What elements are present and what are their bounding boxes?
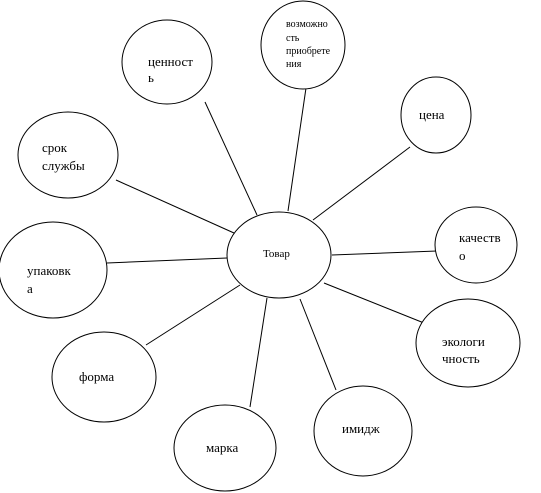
node-ekologichnost-label: экологи чность — [442, 334, 488, 366]
node-cena-label: цена — [419, 107, 445, 122]
connector-imidzh — [299, 298, 337, 391]
center-node-tovar: Товар — [226, 211, 332, 299]
node-forma: форма — [51, 331, 157, 423]
connector-cena — [312, 146, 411, 221]
connector-forma — [145, 284, 241, 346]
connector-upakovka — [106, 257, 228, 264]
node-imidzh: имидж — [313, 385, 413, 477]
node-srok: срок службы — [17, 111, 119, 199]
connector-srok — [115, 179, 235, 234]
node-imidzh-label: имидж — [342, 421, 381, 436]
node-srok-label: срок службы — [42, 140, 85, 173]
node-kachestvo-label: качеств о — [459, 230, 504, 263]
node-upakovka: упаковк а — [0, 221, 108, 319]
node-marka: марка — [173, 404, 277, 492]
node-vozmozhnost: возможно сть приобрете ния — [260, 0, 346, 90]
center-node-label: Товар — [263, 248, 290, 260]
node-kachestvo: качеств о — [434, 206, 518, 284]
node-vozmozhnost-label: возможно сть приобрете ния — [286, 19, 333, 70]
node-cennost-label: ценност ь — [148, 54, 196, 85]
connector-ekologichnost — [323, 282, 425, 324]
connector-vozmozhnost — [287, 87, 307, 212]
connector-kachestvo — [331, 250, 438, 256]
node-forma-label: форма — [79, 369, 114, 384]
connector-marka — [249, 297, 268, 408]
connector-cennost — [204, 101, 258, 216]
node-marka-label: марка — [206, 440, 239, 455]
node-cena: цена — [400, 76, 472, 154]
node-ekologichnost: экологи чность — [415, 298, 521, 388]
node-cennost: ценност ь — [121, 19, 213, 105]
node-upakovka-label: упаковк а — [27, 263, 74, 296]
